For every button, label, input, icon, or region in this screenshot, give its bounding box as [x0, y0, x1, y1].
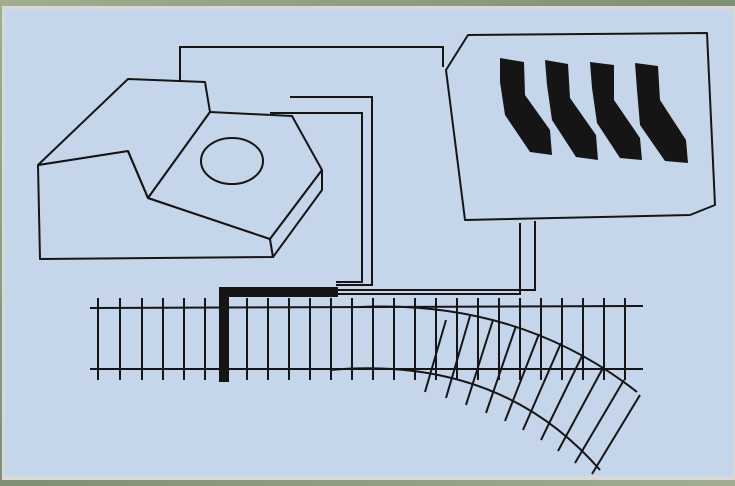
- lever-frame: [446, 33, 715, 220]
- dial-knob: [201, 138, 263, 184]
